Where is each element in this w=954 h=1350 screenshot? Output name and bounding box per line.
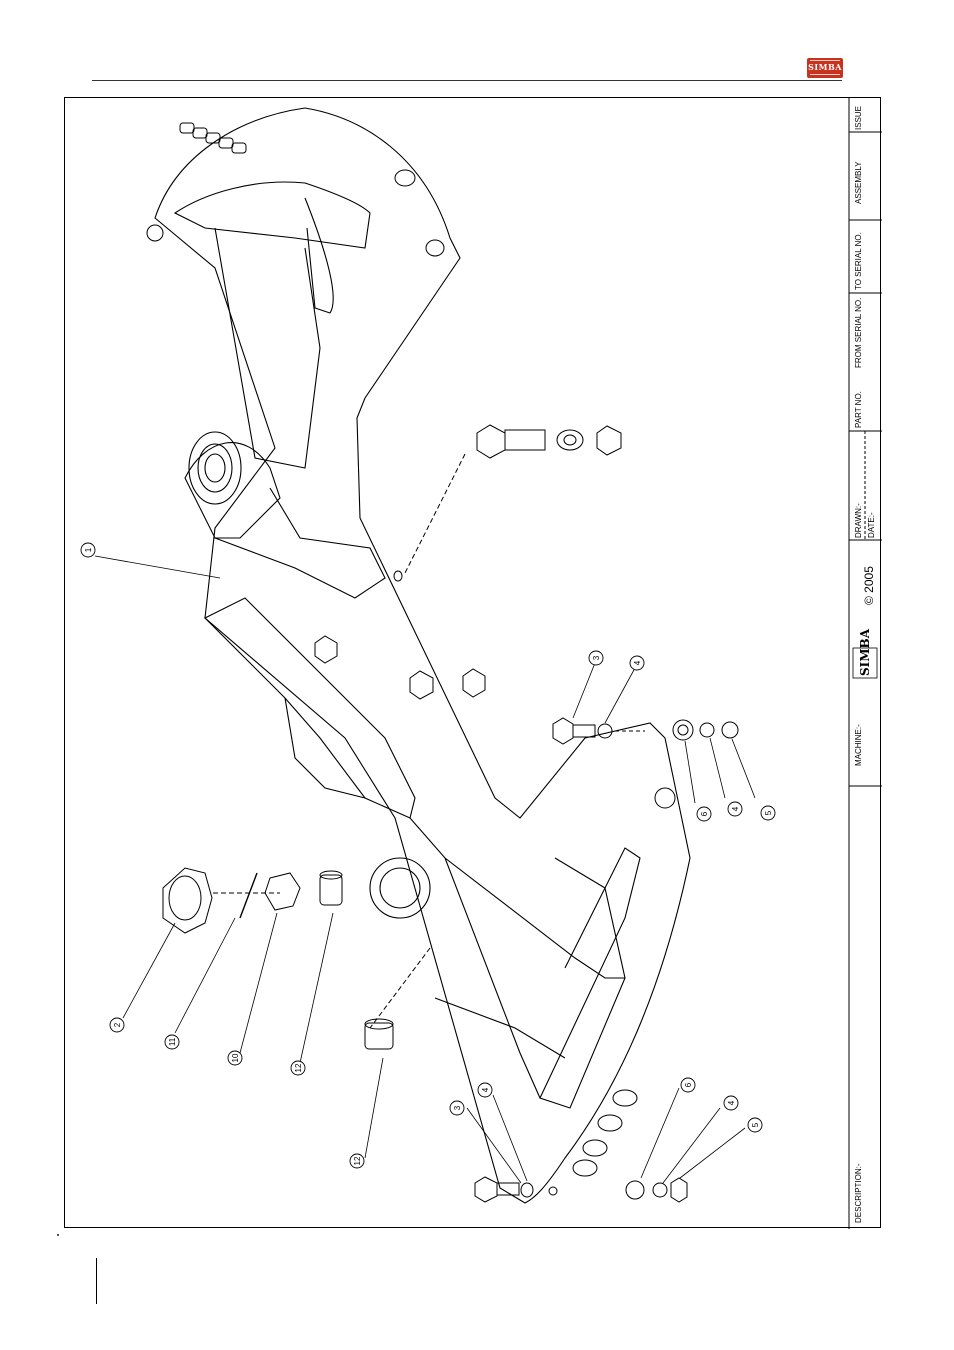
- callout-numbers: 1 2 11 10 12 12 3 4 6 4 5 3 4 6 4 5: [84, 547, 773, 1165]
- callout-12a: 12: [294, 1063, 303, 1072]
- pivot-exploded-parts: [163, 868, 430, 1049]
- callout-4a: 4: [481, 1087, 490, 1092]
- machine-label: MACHINE:-: [854, 724, 863, 766]
- drawn-label: DRAWN:-: [854, 503, 863, 538]
- callout-12b: 12: [353, 1156, 362, 1165]
- callout-1: 1: [84, 547, 93, 552]
- callout-4b: 4: [727, 1100, 736, 1105]
- drawing-frame: 1 2 11 10 12 12 3 4 6 4 5 3 4 6 4 5 DESC…: [64, 97, 881, 1228]
- callout-10: 10: [231, 1053, 240, 1062]
- callout-4d: 4: [731, 806, 740, 811]
- callout-2: 2: [113, 1022, 122, 1027]
- footer-rule: [96, 1258, 97, 1304]
- pivot-boss: [189, 432, 430, 918]
- header-rule: [92, 80, 842, 81]
- exploded-parts-drawing: 1 2 11 10 12 12 3 4 6 4 5 3 4 6 4 5 DESC…: [65, 98, 882, 1229]
- logo-text: SIMBA: [807, 62, 843, 72]
- callout-5b: 5: [764, 810, 773, 815]
- callout-3b: 3: [592, 655, 601, 660]
- to-serial-label: TO SERIAL NO.: [854, 232, 863, 290]
- callout-4c: 4: [633, 660, 642, 665]
- callout-6a: 6: [684, 1082, 693, 1087]
- callout-11: 11: [168, 1037, 177, 1046]
- title-block-brand: SIMBA: [858, 628, 872, 676]
- simba-logo: SIMBA: [807, 58, 843, 78]
- date-label: DATE:-: [867, 512, 876, 538]
- issue-label: ISSUE: [854, 106, 863, 130]
- callout-3a: 3: [453, 1105, 462, 1110]
- upper-bolt-set: [394, 425, 621, 581]
- title-block-text: DESCRIPTION:- MACHINE:- SIMBA © 2005 DRA…: [854, 106, 876, 1223]
- callout-5a: 5: [751, 1122, 760, 1127]
- bolt-stack-bottom: [475, 1177, 687, 1202]
- copyright: © 2005: [862, 566, 876, 605]
- top-bolt-holes: [147, 123, 444, 256]
- main-arm-frame: [155, 108, 690, 1203]
- footer-dot: [57, 1234, 59, 1236]
- middle-bolts: [315, 636, 485, 699]
- part-no-label: PART NO.: [854, 391, 863, 428]
- lower-bolt-holes: [573, 788, 675, 1176]
- assembly-label: ASSEMBLY: [854, 161, 863, 204]
- callout-circles: [81, 543, 775, 1168]
- callout-6b: 6: [700, 811, 709, 816]
- from-serial-label: FROM SERIAL NO.: [854, 298, 863, 368]
- description-label: DESCRIPTION:-: [854, 1163, 863, 1223]
- leader-lines: [95, 556, 755, 1183]
